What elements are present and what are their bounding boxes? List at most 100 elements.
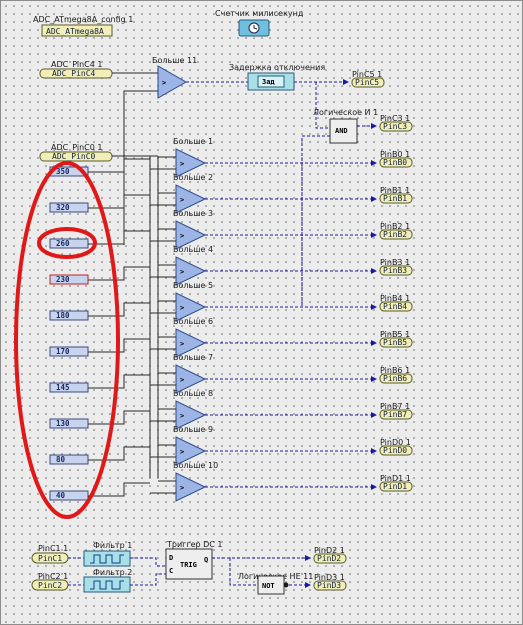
comparator-6[interactable] — [175, 328, 207, 358]
svg-text:AND: AND — [335, 127, 348, 135]
constant-label: 260 — [56, 239, 70, 248]
constant-label: 80 — [56, 455, 66, 464]
output-title-pind0: PinD0 1 — [380, 438, 411, 447]
comparator-10[interactable] — [175, 472, 207, 502]
comparator-7[interactable] — [175, 364, 207, 394]
output-pin-pinb0[interactable] — [379, 157, 413, 168]
comp11-title: Больше 11 — [152, 56, 197, 65]
and-title: Логическое И 1 — [313, 108, 378, 117]
output-pin-pinb5[interactable] — [379, 337, 413, 348]
wire — [88, 230, 150, 245]
comparator-group: Больше 1 > Больше 2 > Больше 3 > Больше 4 > Боль… — [150, 137, 377, 502]
comparator-title-3: Больше 3 — [173, 209, 213, 218]
annotation-ellipse-large — [14, 161, 120, 519]
output-title-pinb7: PinB7 1 — [380, 402, 410, 411]
output-title-pinb2: PinB2 1 — [380, 222, 410, 231]
output-label: PinC5 — [355, 78, 379, 87]
comparator-title-5: Больше 5 — [173, 281, 213, 290]
output-pin-pind0[interactable] — [379, 445, 413, 456]
comparator-3[interactable] — [175, 220, 207, 250]
wire — [88, 374, 150, 389]
output-title-pind3: PinD3 1 — [314, 573, 345, 582]
wire — [88, 482, 150, 497]
adc-c4-label: ADC_PinC4 — [52, 69, 96, 78]
comparator-title-10: Больше 10 — [173, 461, 218, 470]
output-pin-pind3[interactable] — [313, 580, 347, 591]
wire — [88, 302, 150, 317]
comparator-symbol: > — [180, 268, 184, 276]
output-title-pind1: PinD1 1 — [380, 474, 411, 483]
pin-c2-title: PinC2 1 — [38, 572, 68, 581]
filter2-title: Фильтр 2 — [93, 568, 132, 577]
trigger-block[interactable] — [165, 548, 213, 580]
pin-c2-label: PinC2 — [38, 581, 62, 590]
constant-label: 130 — [56, 419, 70, 428]
wire — [88, 158, 150, 173]
output-label: PinB6 — [383, 374, 407, 383]
svg-text:NOT: NOT — [262, 582, 275, 590]
wire — [88, 266, 150, 281]
comparator-symbol: > — [180, 340, 184, 348]
output-label: PinD0 — [383, 446, 407, 455]
and-block[interactable] — [329, 118, 358, 144]
output-pin-pinb2[interactable] — [379, 229, 413, 240]
output-title-pinc3: PinC3 1 — [380, 114, 410, 123]
output-pin-pinb6[interactable] — [379, 373, 413, 384]
filter2-block[interactable] — [83, 576, 131, 593]
output-pin-pinb3[interactable] — [379, 265, 413, 276]
comparator-2[interactable] — [175, 184, 207, 214]
delay-title: Задержка отключения — [229, 63, 325, 72]
comparator-title-1: Больше 1 — [173, 137, 213, 146]
comparator-symbol: > — [180, 304, 184, 312]
svg-text:D: D — [169, 554, 173, 562]
output-pin-pind2[interactable] — [313, 553, 347, 564]
comparator-title-8: Больше 8 — [173, 389, 213, 398]
svg-text:>: > — [162, 79, 166, 87]
output-label: PinD2 — [317, 554, 341, 563]
adc-c4-title: ADC_PinC4 1 — [51, 60, 102, 69]
timer-title: Счетчик милисекунд — [215, 9, 304, 18]
comparator-11[interactable] — [157, 65, 188, 99]
pin-c1-label: PinC1 — [38, 554, 62, 563]
comparator-symbol: > — [180, 232, 184, 240]
config-chip-label: ADC_ATmega8A — [46, 27, 104, 36]
output-label: PinB3 — [383, 266, 407, 275]
wire — [88, 410, 150, 425]
output-pin-pinc5[interactable] — [351, 77, 385, 88]
output-label: PinB1 — [383, 194, 407, 203]
output-pin-pinb7[interactable] — [379, 409, 413, 420]
comparator-4[interactable] — [175, 256, 207, 286]
svg-text:Q: Q — [204, 556, 208, 564]
output-label: PinB5 — [383, 338, 407, 347]
comparator-title-2: Больше 2 — [173, 173, 213, 182]
comparator-symbol: > — [180, 448, 184, 456]
wire — [88, 338, 150, 353]
config-title: ADC_ATmega8A_config 1 — [33, 15, 133, 24]
comparator-1[interactable] — [175, 148, 207, 178]
output-title-pinb3: PinB3 1 — [380, 258, 410, 267]
output-pin-pind1[interactable] — [379, 481, 413, 492]
output-label: PinC3 — [383, 122, 407, 131]
output-label: PinB7 — [383, 410, 407, 419]
output-title-pind2: PinD2 1 — [314, 546, 345, 555]
constant-label: 170 — [56, 347, 70, 356]
svg-text:TRIG: TRIG — [180, 561, 197, 569]
comparator-title-4: Больше 4 — [173, 245, 213, 254]
output-title-pinb0: PinB0 1 — [380, 150, 410, 159]
comparator-8[interactable] — [175, 400, 207, 430]
svg-text:C: C — [169, 567, 173, 575]
pin-c1-title: PinC1 1 — [38, 544, 68, 553]
filter1-block[interactable] — [83, 550, 131, 567]
config-chip-box[interactable] — [41, 24, 113, 37]
wire — [88, 194, 150, 209]
annotation-ellipse-small — [37, 227, 97, 259]
output-pin-pinb1[interactable] — [379, 193, 413, 204]
comparator-9[interactable] — [175, 436, 207, 466]
comparator-5[interactable] — [175, 292, 207, 322]
output-pin-pinc3[interactable] — [379, 121, 413, 132]
output-title-pinb6: PinB6 1 — [380, 366, 410, 375]
output-pin-pinb4[interactable] — [379, 301, 413, 312]
